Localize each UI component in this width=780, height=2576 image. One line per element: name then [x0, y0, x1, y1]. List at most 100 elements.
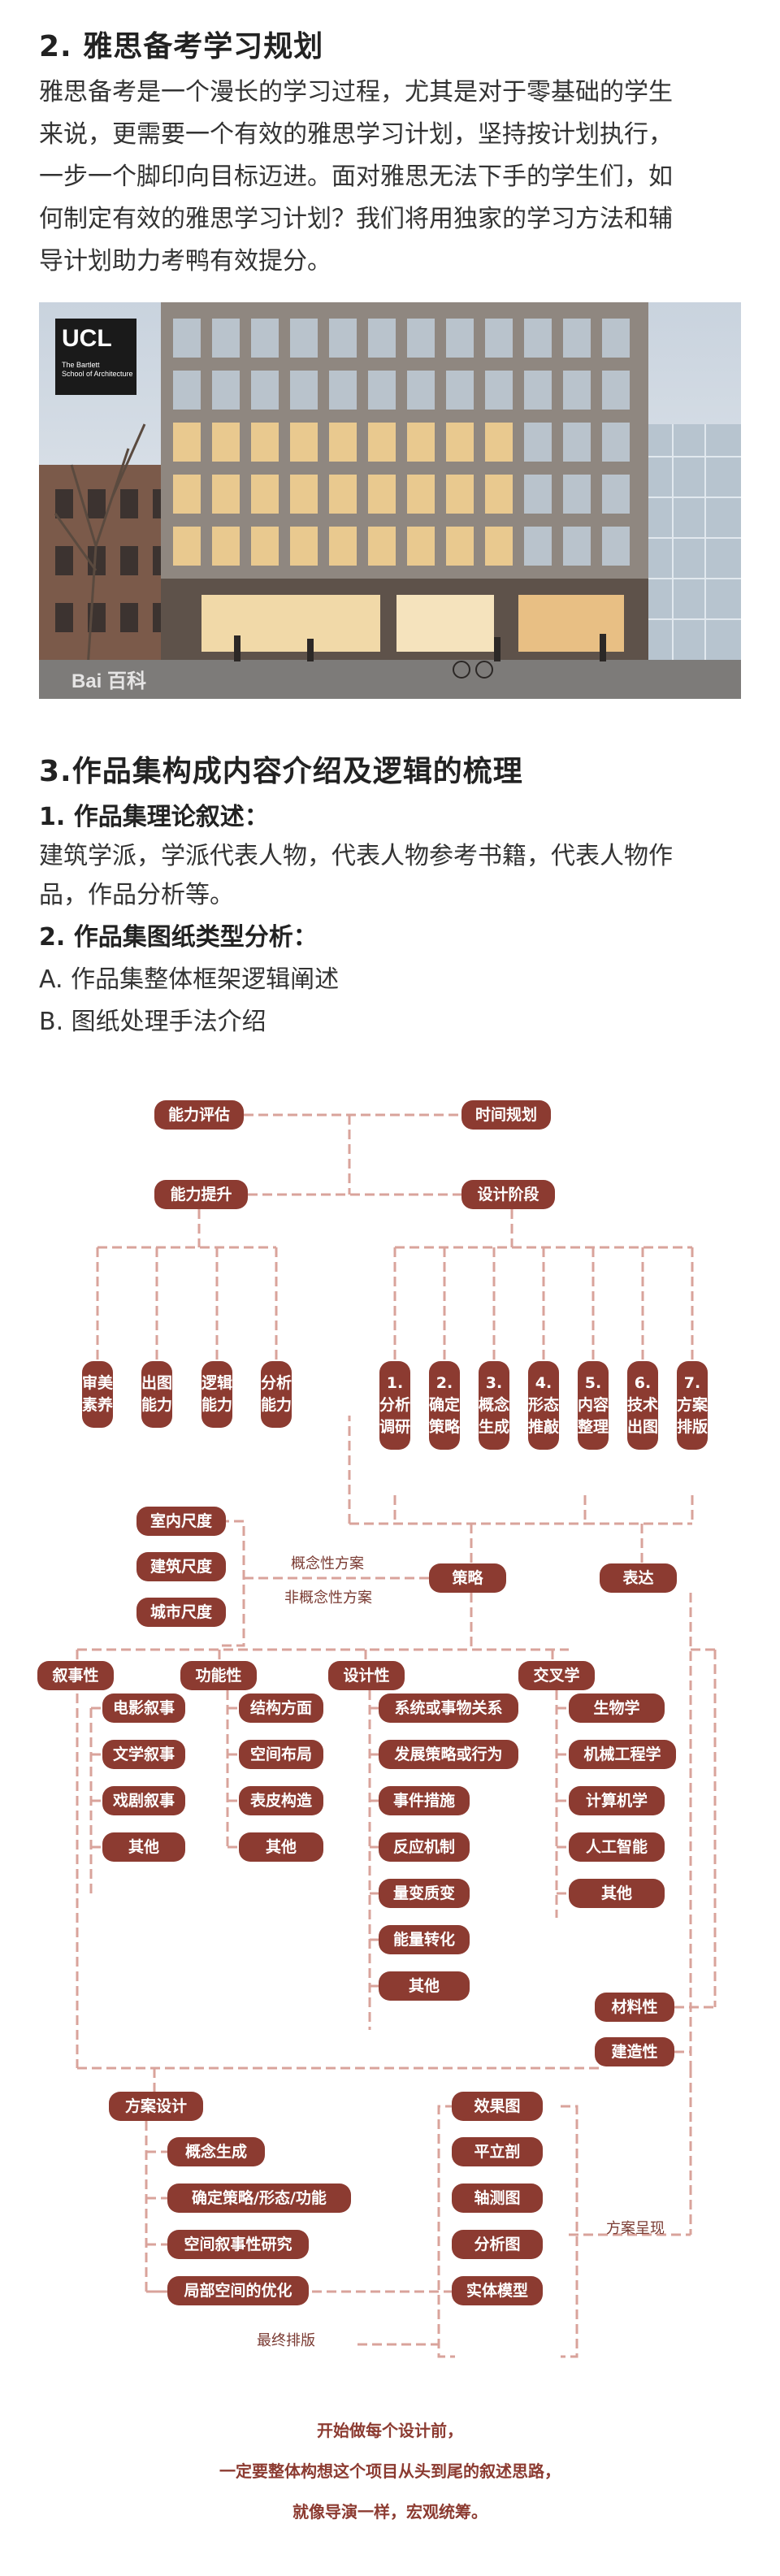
building-window [329, 475, 357, 514]
building-window [173, 527, 201, 566]
functional-item: 表皮构造 [239, 1786, 323, 1815]
item-b: B. 图纸处理手法介绍 [39, 1008, 266, 1036]
building-window [524, 371, 552, 410]
paragraph-line: 来说，更需要一个有效的雅思学习计划，坚持按计划执行， [39, 120, 673, 149]
concept-label: 概念性方案 [291, 1555, 364, 1572]
building-window [446, 371, 474, 410]
building-window [446, 319, 474, 358]
connector-lines [76, 1113, 717, 2358]
design-item: 事件措施 [379, 1786, 470, 1815]
building-window [485, 371, 513, 410]
functional-item: 其他 [239, 1832, 323, 1862]
design-item: 系统或事物关系 [379, 1693, 518, 1723]
building-window [485, 319, 513, 358]
building-window [212, 475, 240, 514]
design-item: 反应机制 [379, 1832, 470, 1862]
building-window [290, 475, 318, 514]
theory-text-line: 品，作品分析等。 [39, 881, 234, 909]
ucl-logo-text: UCL [62, 325, 112, 352]
building-window [563, 475, 591, 514]
building-window [446, 527, 474, 566]
narrative-item: 电影叙事 [102, 1693, 185, 1723]
building-window [407, 475, 435, 514]
building-window [368, 423, 396, 462]
section-2-heading: 2. 雅思备考学习规划 [39, 30, 324, 63]
drawing-item: 轴测图 [452, 2184, 543, 2213]
ability-eval-box: 能力评估 [154, 1100, 244, 1130]
stage-item: 1.分析调研 [379, 1361, 410, 1450]
building-window [602, 423, 630, 462]
stage-item: 4.形态推敲 [528, 1361, 559, 1450]
scale-item: 城市尺度 [136, 1598, 226, 1627]
scheme-item: 概念生成 [167, 2137, 265, 2166]
building-window [290, 371, 318, 410]
subheading-drawings: 2. 作品集图纸类型分析： [39, 923, 318, 952]
scale-item: 室内尺度 [136, 1507, 226, 1536]
building-window [212, 371, 240, 410]
stage-item: 3.概念生成 [479, 1361, 509, 1450]
ability-item: 分析能力 [261, 1361, 292, 1428]
building-window [524, 423, 552, 462]
scheme-item: 确定策略/形态/功能 [167, 2184, 351, 2213]
building-window [407, 423, 435, 462]
ability-up-box: 能力提升 [154, 1180, 248, 1209]
building-window [290, 319, 318, 358]
item-a: A. 作品集整体框架逻辑阐述 [39, 965, 340, 994]
building-window [173, 371, 201, 410]
building-window [407, 527, 435, 566]
building-window [485, 423, 513, 462]
constructive-box: 建造性 [595, 2037, 674, 2066]
non-concept-label: 非概念性方案 [284, 1589, 372, 1607]
scheme-title: 方案设计 [109, 2092, 203, 2121]
final-layout-label: 最终排版 [257, 2332, 315, 2349]
ability-item: 审美素养 [82, 1361, 113, 1428]
building-window [524, 527, 552, 566]
cross-item: 生物学 [569, 1693, 665, 1723]
subheading-theory: 1. 作品集理论叙述： [39, 803, 269, 831]
building-window [524, 475, 552, 514]
building-window [290, 423, 318, 462]
building-window [251, 475, 279, 514]
section-2-paragraph: 雅思备考是一个漫长的学习过程，尤其是对于零基础的学生 来说，更需要一个有效的雅思… [39, 72, 741, 283]
paragraph-line: 一步一个脚印向目标迈进。面对雅思无法下手的学生们，如 [39, 163, 673, 191]
narrative-title: 叙事性 [37, 1661, 114, 1690]
drawing-item: 分析图 [452, 2230, 543, 2259]
stage-item: 6.技术出图 [627, 1361, 658, 1450]
building-window [485, 527, 513, 566]
design-item: 发展策略或行为 [379, 1740, 518, 1769]
building-window [563, 527, 591, 566]
building-window [602, 371, 630, 410]
ucl-building-photo: UCL The Bartlett School of Architecture … [39, 302, 741, 699]
theory-text-line: 建筑学派，学派代表人物，代表人物参考书籍，代表人物作 [39, 842, 673, 870]
section-3-heading: 3.作品集构成内容介绍及逻辑的梳理 [39, 755, 523, 788]
closing-line: 开始做每个设计前， [317, 2421, 463, 2440]
building-window [524, 319, 552, 358]
narrative-item: 戏剧叙事 [102, 1786, 185, 1815]
paragraph-line: 何制定有效的雅思学习计划？我们将用独家的学习方法和辅 [39, 205, 673, 233]
drawing-item: 平立剖 [452, 2137, 543, 2166]
design-item: 其他 [379, 1971, 470, 2001]
building-window [212, 423, 240, 462]
building-window [251, 319, 279, 358]
building-window [485, 475, 513, 514]
design-item: 量变质变 [379, 1879, 470, 1908]
paragraph-line: 导计划助力考鸭有效提分。 [39, 247, 332, 275]
baidu-watermark: Bai 百科 [72, 670, 147, 692]
building-window [368, 475, 396, 514]
cross-item: 其他 [569, 1879, 665, 1908]
scheme-item: 空间叙事性研究 [167, 2230, 309, 2259]
ability-item: 逻辑能力 [202, 1361, 232, 1428]
building-window [251, 527, 279, 566]
building-window [563, 319, 591, 358]
building-window [329, 527, 357, 566]
building-window [407, 319, 435, 358]
cross-item: 计算机学 [569, 1786, 665, 1815]
design-stage-box: 设计阶段 [462, 1180, 555, 1209]
ucl-logo-subtitle: The Bartlett School of Architecture [62, 361, 133, 379]
building-window [173, 319, 201, 358]
building-window [329, 371, 357, 410]
drawing-item: 实体模型 [452, 2276, 543, 2305]
building-window [329, 319, 357, 358]
ucl-logo: UCL The Bartlett School of Architecture [55, 319, 136, 395]
design-title: 设计性 [328, 1661, 405, 1690]
